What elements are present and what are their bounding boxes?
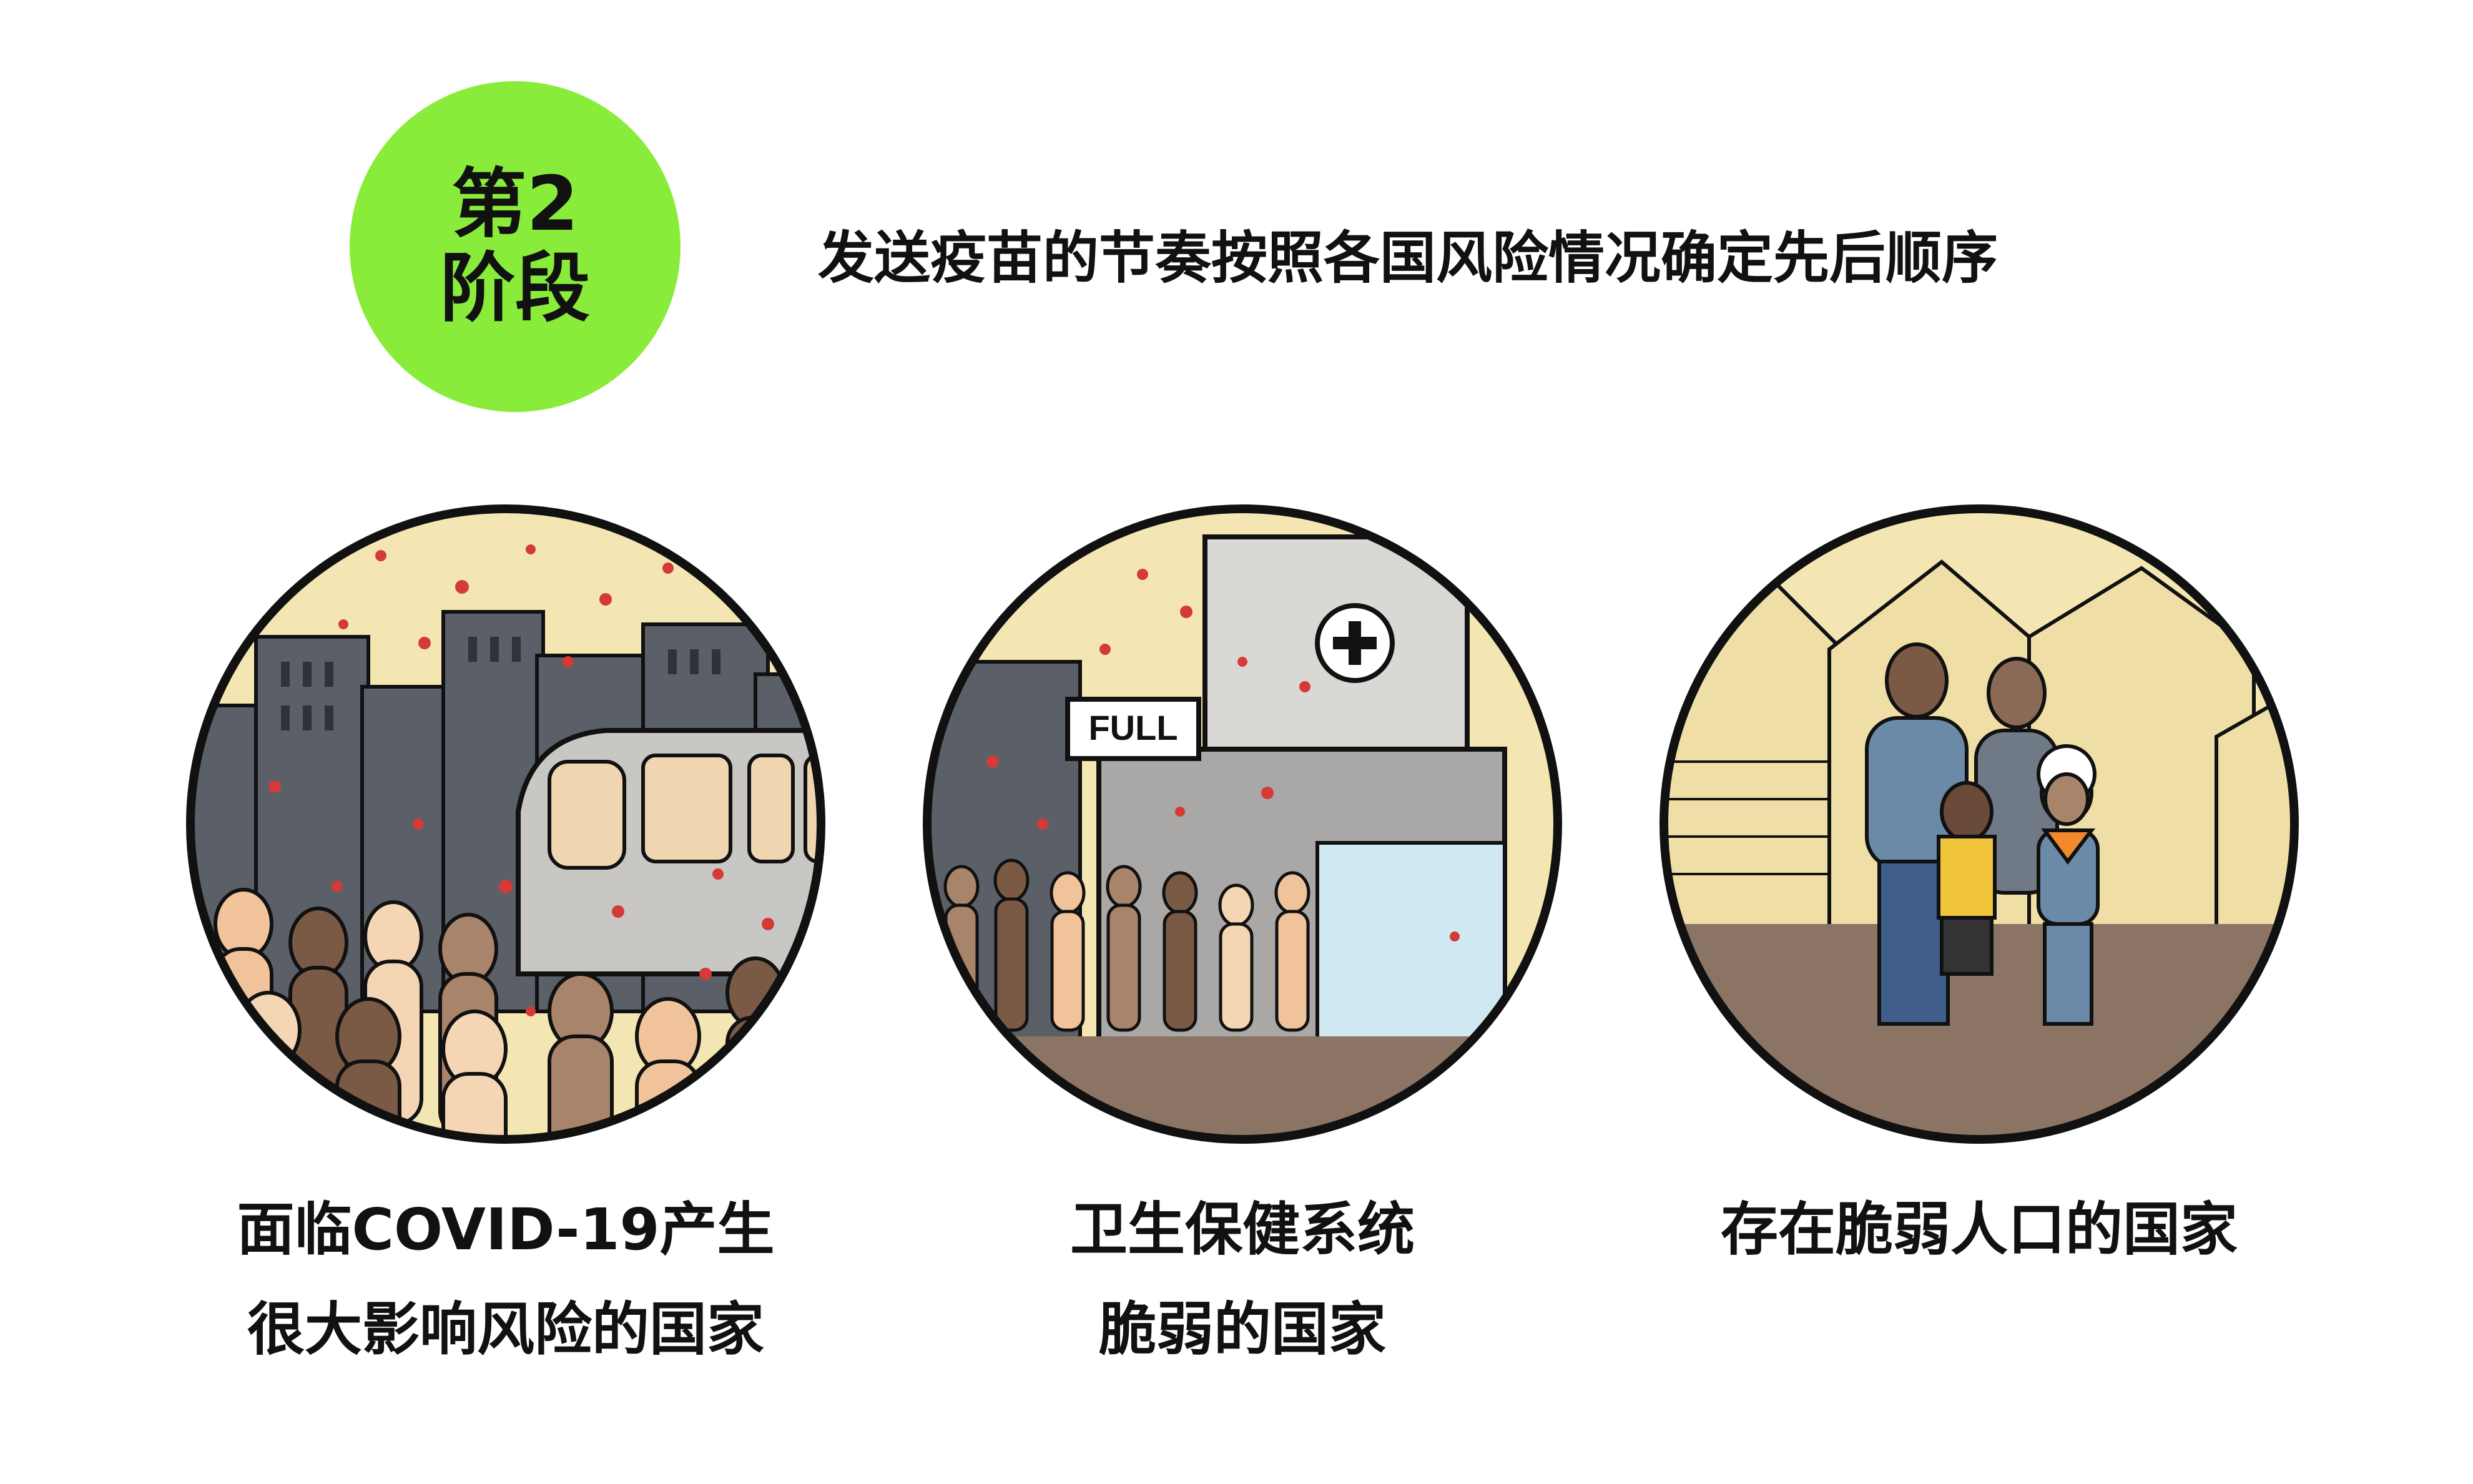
full-sign-text: FULL bbox=[1088, 708, 1178, 747]
family bbox=[1865, 642, 2100, 1026]
caption-line: 很大影响风险的国家 bbox=[247, 1296, 764, 1363]
caption-line: 卫生保健系统 bbox=[1069, 1196, 1415, 1263]
hospital-svg: FULL bbox=[923, 504, 1562, 1144]
caption-high-risk: 面临COVID-19产生 很大影响风险的国家 bbox=[162, 1180, 849, 1380]
caption-weak-health-system: 卫生保健系统 脆弱的国家 bbox=[899, 1180, 1586, 1380]
caption-vulnerable-population: 存在脆弱人口的国家 bbox=[1636, 1180, 2323, 1280]
headline: 发送疫苗的节奏按照各国风险情况确定先后顺序 bbox=[818, 225, 1998, 291]
scene-frame bbox=[923, 504, 1562, 1144]
full-hospital-queue-illustration: FULL bbox=[918, 499, 1567, 1149]
refugee-camp-family-illustration bbox=[1654, 499, 2304, 1149]
caption-line: 面临COVID-19产生 bbox=[237, 1196, 775, 1263]
crowded-city-svg bbox=[186, 504, 825, 1144]
full-sign bbox=[1065, 697, 1201, 761]
scene-frame bbox=[1659, 504, 2299, 1144]
scene-frame bbox=[186, 504, 825, 1144]
stage-number: 第2 bbox=[451, 161, 579, 248]
caption-line: 脆弱的国家 bbox=[1098, 1296, 1386, 1363]
stage-badge: 第2 阶段 bbox=[350, 81, 681, 412]
camp-svg bbox=[1659, 504, 2299, 1144]
stage-label: 阶段 bbox=[440, 245, 590, 332]
crowded-city-train-illustration bbox=[181, 499, 830, 1149]
ground bbox=[927, 1036, 1558, 1139]
caption-line: 存在脆弱人口的国家 bbox=[1720, 1196, 2238, 1263]
virus-particles bbox=[986, 569, 1460, 941]
